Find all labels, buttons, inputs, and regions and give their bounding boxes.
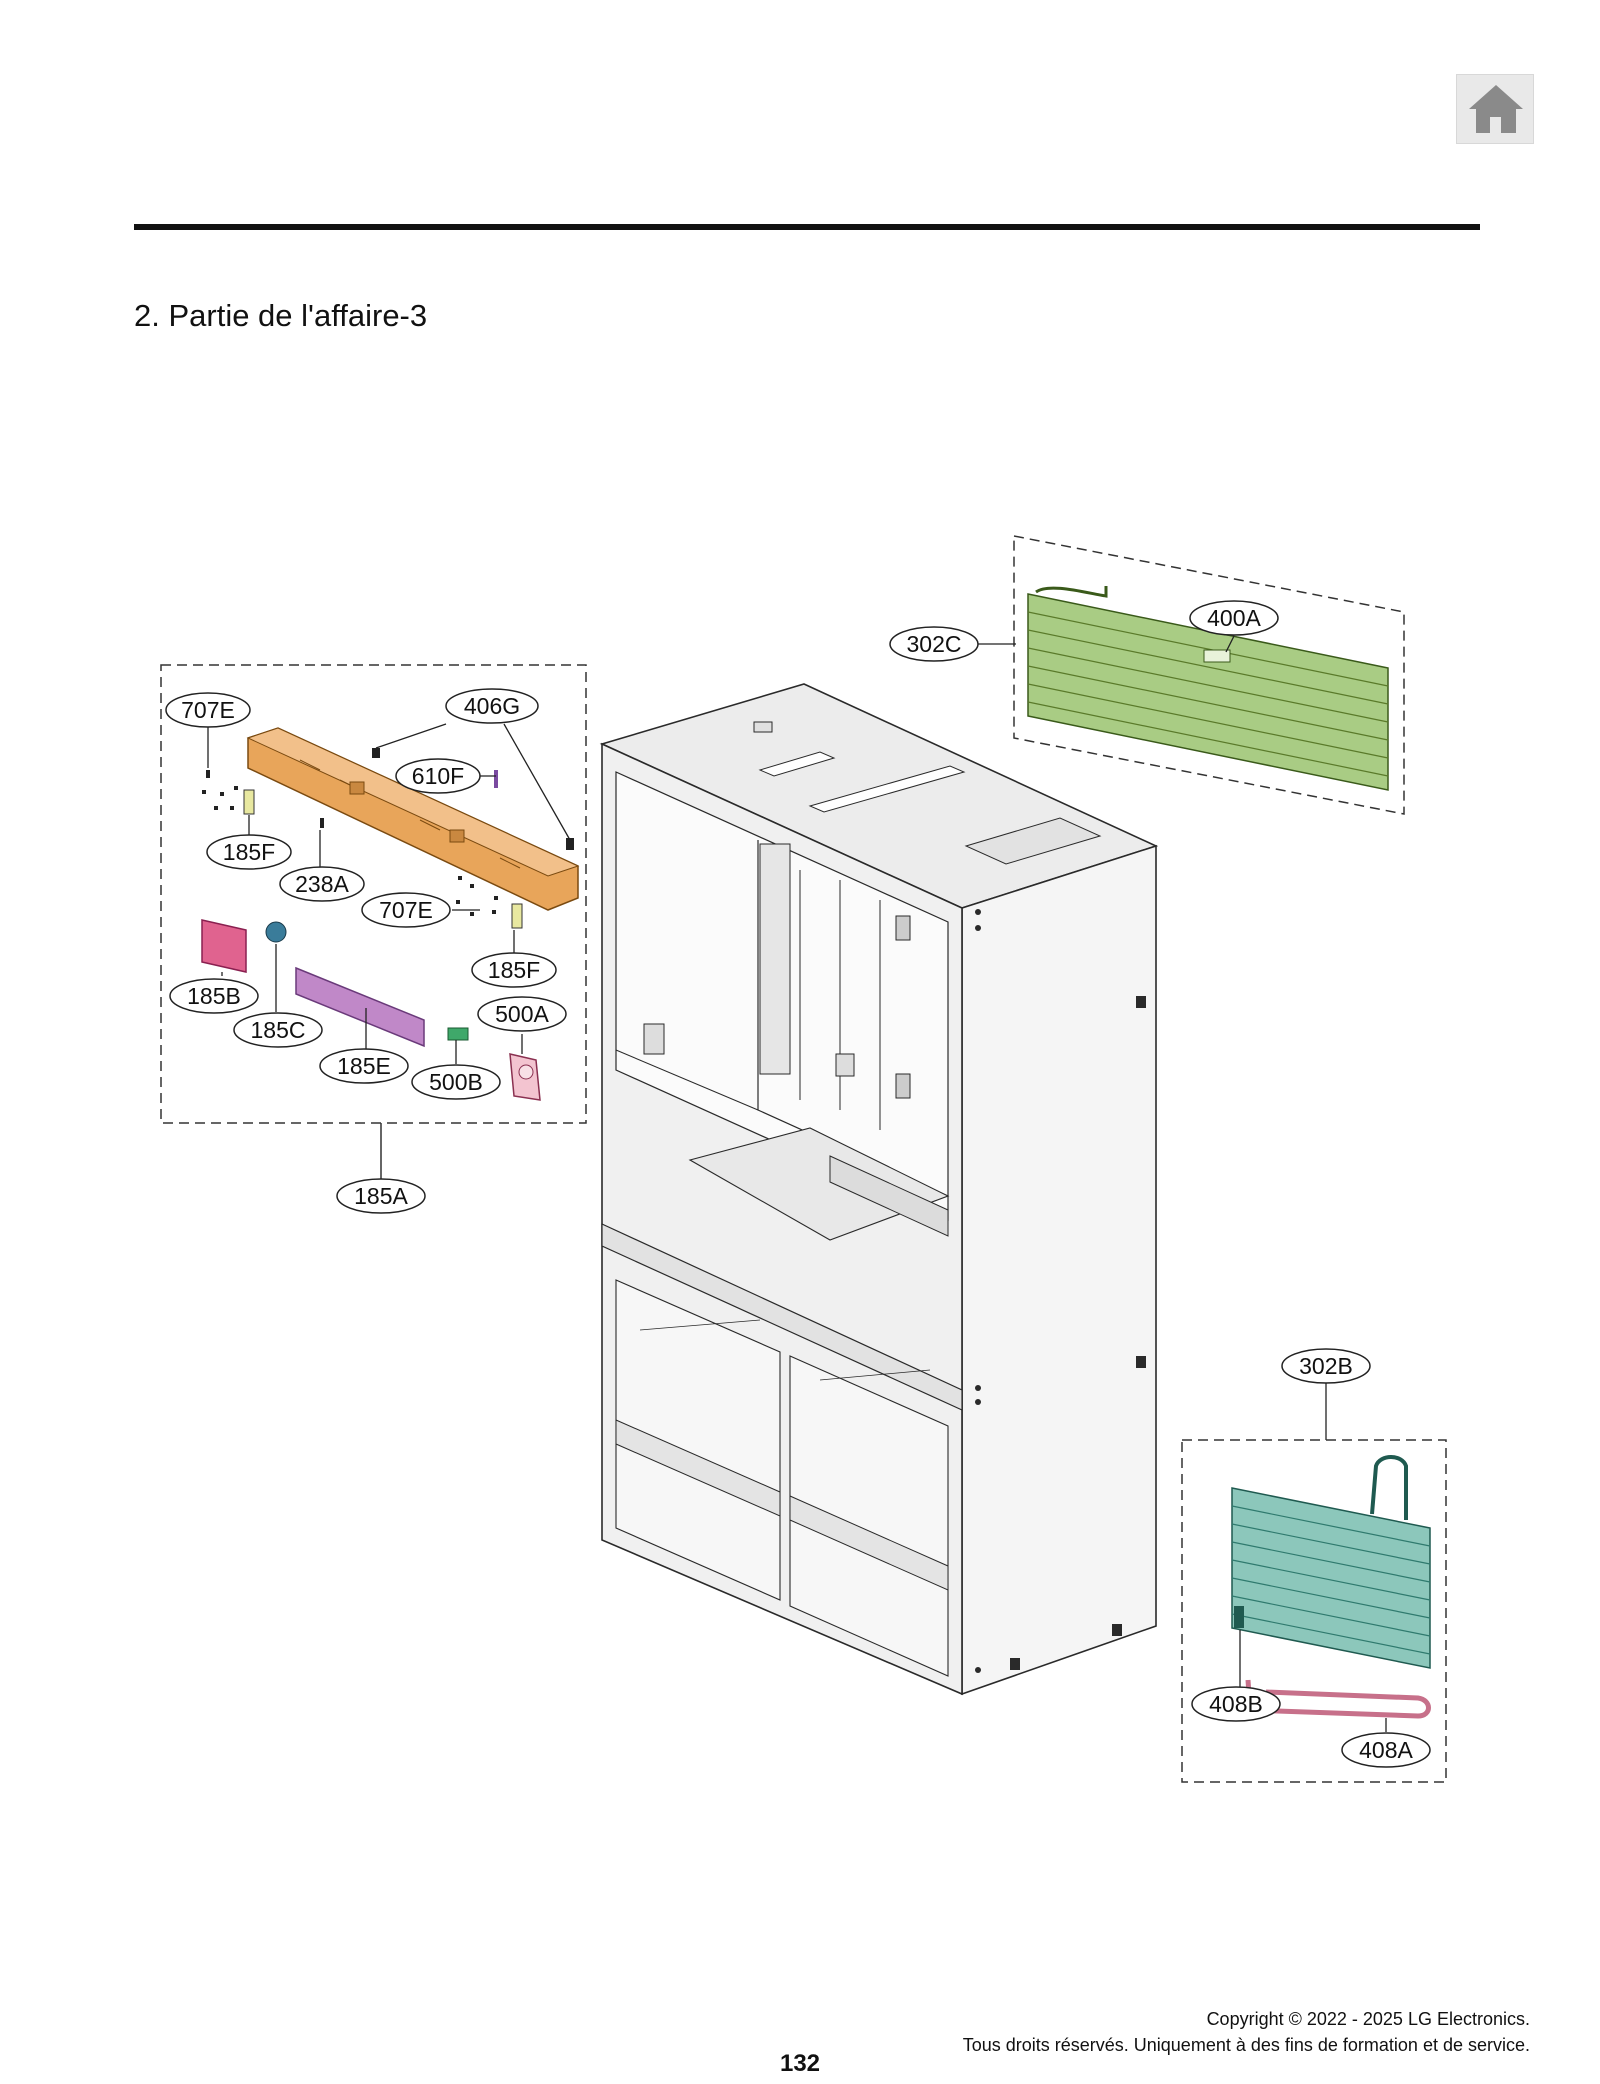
page-number: 132 — [779, 2050, 821, 2077]
callout-185F-b: 185F — [488, 957, 540, 983]
group-box-302C — [1013, 535, 1405, 815]
callout-408A: 408A — [1359, 1737, 1413, 1763]
callout-500A: 500A — [495, 1001, 549, 1027]
callout-185F-a: 185F — [223, 839, 275, 865]
heater-408A — [1245, 1679, 1431, 1719]
section-title: 2. Partie de l'affaire-3 — [134, 298, 428, 333]
callout-185C: 185C — [251, 1017, 306, 1043]
callout-185A: 185A — [354, 1183, 408, 1209]
group-box-302B — [1181, 1439, 1447, 1783]
callouts-left: 707E 406G 610F 185F 238A 707E 185F 185B … — [165, 688, 567, 1214]
bracket-185F-a — [243, 789, 255, 815]
callout-707E-b: 707E — [379, 897, 433, 923]
callout-238A: 238A — [295, 871, 349, 897]
home-icon — [1469, 85, 1523, 133]
cabinet-bolts — [975, 909, 1146, 1673]
callout-185B: 185B — [187, 983, 241, 1009]
sensor-500B — [447, 1027, 469, 1041]
callout-408B: 408B — [1209, 1691, 1263, 1717]
callout-302C: 302C — [907, 631, 962, 657]
panel-185E — [295, 966, 425, 1048]
condenser-400A — [1027, 586, 1389, 791]
callout-185E: 185E — [337, 1053, 391, 1079]
rights-line: Tous droits réservés. Uniquement à des f… — [962, 2035, 1530, 2055]
cabinet — [599, 683, 1159, 1696]
panel-185B — [201, 919, 247, 973]
copyright-line: Copyright © 2022 - 2025 LG Electronics. — [1206, 2009, 1530, 2029]
callout-707E-a: 707E — [181, 697, 235, 723]
bracket-185F-b — [511, 903, 523, 929]
group-box-185A — [160, 664, 587, 1124]
callout-610F: 610F — [412, 763, 464, 789]
evaporator — [1231, 1455, 1431, 1669]
screws — [202, 748, 574, 916]
callout-302B: 302B — [1299, 1353, 1353, 1379]
home-button[interactable] — [1456, 74, 1534, 144]
callout-400A: 400A — [1207, 605, 1261, 631]
header-rule — [134, 224, 1480, 230]
duct-assembly — [246, 727, 580, 911]
callout-500B: 500B — [429, 1069, 483, 1095]
knob-185C — [265, 921, 287, 943]
callout-406G: 406G — [464, 693, 520, 719]
copyright-block: Copyright © 2022 - 2025 LG Electronics. … — [963, 2006, 1530, 2058]
